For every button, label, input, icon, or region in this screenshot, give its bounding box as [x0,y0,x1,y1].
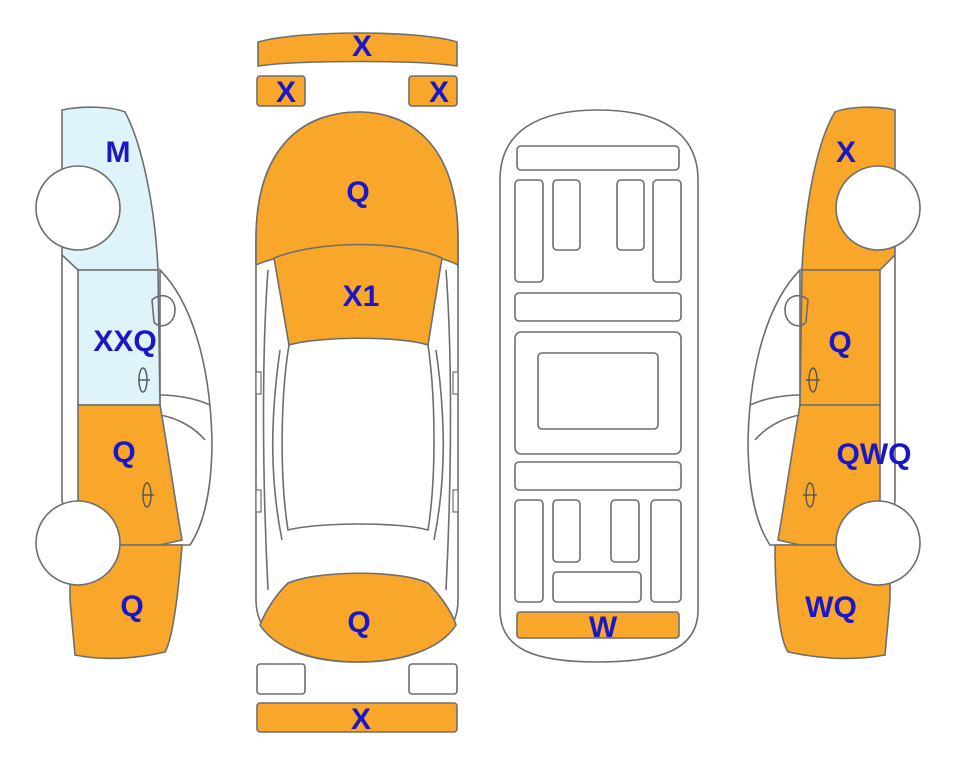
right-side-body-outline [747,268,801,546]
underbody-view: W [499,109,699,663]
underbody-front-left-inner [552,179,581,251]
roof-outline [281,344,435,532]
label-trunk: Q [347,606,370,639]
right-side-view: X Q QWQ WQ [747,106,921,660]
top-right-rear-marker-icon [452,489,459,513]
underbody-floor-center [537,352,659,430]
left-side-window-line [159,394,211,406]
underbody-front-crossmember [516,145,680,171]
underbody-mid-crossmember [514,292,682,322]
label-windshield: X1 [343,280,380,313]
right-rear-door-handle [803,482,817,508]
right-side-window-line [749,394,801,406]
label-left-rear-quarter: Q [120,590,143,623]
label-left-front-fender: M [106,136,131,169]
underbody-front-right-inner [616,179,645,251]
top-left-mirror-icon [255,371,262,395]
top-right-window-line [433,349,445,541]
right-side-inner-line [889,255,896,546]
label-left-front-door: XXQ [93,325,156,358]
front-left-light[interactable] [256,75,306,107]
left-side-window-line-2 [159,414,206,441]
label-rear-bumper: X [351,703,371,736]
left-rear-door-handle [142,482,154,508]
top-left-rear-marker-icon [255,489,262,513]
left-side-mirror [151,294,176,327]
underbody-rear-left-rail [514,499,544,603]
left-front-wheel-icon [35,165,121,251]
label-right-rear-door: QWQ [837,438,912,471]
underbody-rear-left-inner [552,499,581,563]
label-front-left-light: X [276,76,296,109]
underbody-rear-crossmember [514,461,682,491]
left-side-view: M XXQ Q Q [35,106,213,660]
right-side-window-line-2 [754,414,801,441]
left-side-body-outline [159,268,213,546]
label-front-bumper: X [352,30,372,63]
rear-right-light[interactable] [408,663,458,695]
trunk[interactable] [259,572,457,663]
underbody-rear-right-inner [610,499,640,563]
right-rear-wheel-icon [835,500,921,586]
rear-left-light[interactable] [256,663,306,695]
label-underbody-rear: W [589,611,618,644]
underbody-spare-well [552,571,642,603]
top-left-window-line [271,349,283,541]
rear-bumper[interactable] [256,702,458,733]
top-right-body-line [445,269,452,591]
label-left-rear-door: Q [112,436,135,469]
left-front-door-handle [138,367,150,393]
top-right-mirror-icon [452,371,459,395]
front-bumper[interactable] [257,32,458,67]
label-right-rear-quarter: WQ [805,591,857,624]
right-front-wheel-icon [835,165,921,251]
label-front-right-light: X [429,76,449,109]
underbody-front-right-rail [652,179,682,283]
left-rear-wheel-icon [35,500,121,586]
label-right-front-fender: X [836,136,856,169]
top-left-body-line [262,269,269,591]
label-hood: Q [346,176,369,209]
front-right-light[interactable] [408,75,458,107]
right-side-mirror [784,294,809,327]
windshield[interactable] [273,243,443,347]
label-right-front-door: Q [828,326,851,359]
right-front-door-handle [806,367,820,393]
underbody-rear-right-rail [650,499,682,603]
underbody-front-left-rail [514,179,544,283]
underbody-rear-panel[interactable] [516,611,680,639]
top-view: X X X Q X1 Q X [255,30,459,736]
